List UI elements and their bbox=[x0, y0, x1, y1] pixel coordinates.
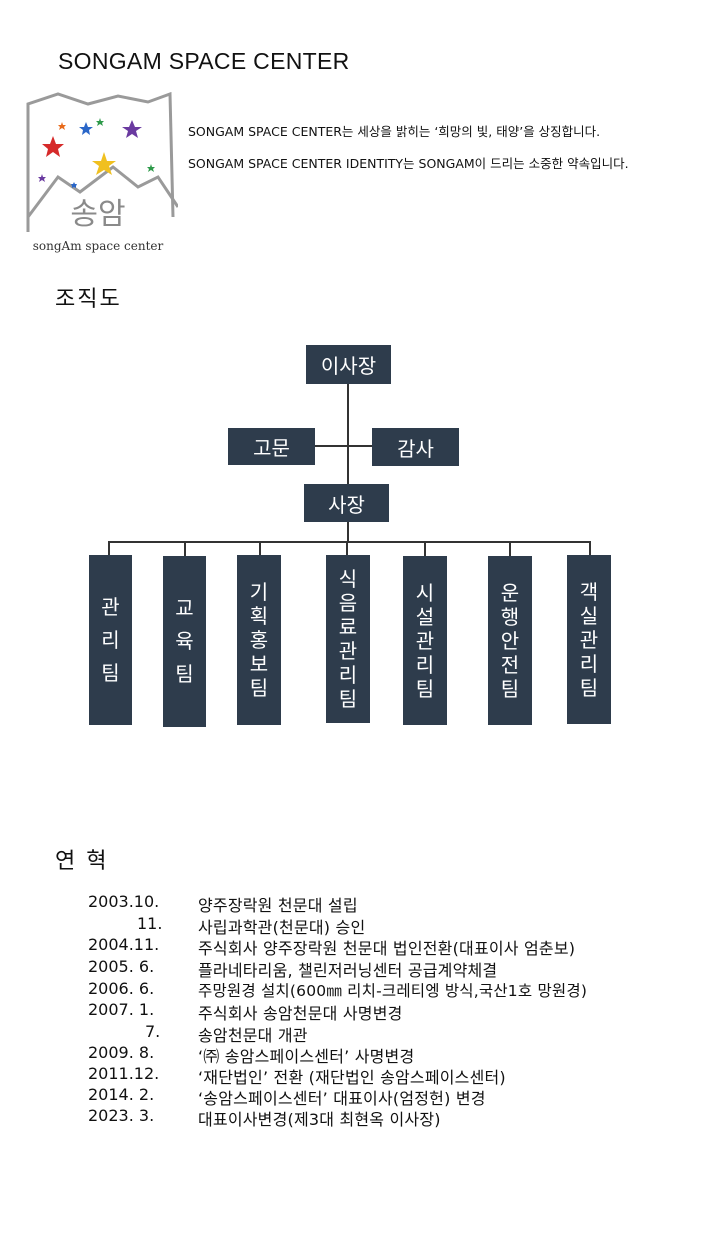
history-date: 2003.10. bbox=[88, 892, 160, 911]
team-name-char: 팀 bbox=[579, 675, 599, 700]
history-heading: 연 혁 bbox=[55, 849, 109, 874]
team-name-char: 관 bbox=[415, 628, 435, 653]
connector-team-drop bbox=[589, 541, 591, 555]
team-name-char: 팀 bbox=[175, 662, 194, 686]
intro-line-1: SONGAM SPACE CENTER는 세상을 밝히는 ‘희망의 빛, 태양’… bbox=[188, 124, 601, 139]
history-date: 7. bbox=[145, 1022, 161, 1041]
team-name-char: 식 bbox=[338, 567, 358, 591]
history-date: 2006. 6. bbox=[88, 979, 155, 998]
history-date: 2014. 2. bbox=[88, 1085, 155, 1104]
connector-team-bus bbox=[108, 541, 591, 543]
org-box-auditor: 감사 bbox=[372, 428, 459, 466]
team-name-char: 관 bbox=[338, 639, 358, 663]
connector-team-drop bbox=[509, 541, 511, 556]
org-box-advisor: 고문 bbox=[228, 428, 315, 465]
intro-line-2: SONGAM SPACE CENTER IDENTITY는 SONGAM이 드리… bbox=[188, 156, 629, 171]
brand-title: SONGAM SPACE CENTER bbox=[58, 48, 350, 74]
team-name-char: 시 bbox=[415, 580, 435, 605]
logo-mark: 송암 bbox=[26, 91, 180, 232]
history-event: 송암천문대 개관 bbox=[198, 1026, 308, 1045]
team-name-char: 운 bbox=[500, 580, 520, 605]
team-name-char: 관 bbox=[579, 627, 599, 652]
connector-team-drop bbox=[259, 541, 261, 555]
history-event: 주망원경 설치(600㎜ 리치-크레티엥 방식,국산1호 망원경) bbox=[198, 982, 588, 1000]
connector-team-drop bbox=[346, 541, 348, 555]
songam-logo: 송암 songAm space center bbox=[18, 91, 180, 262]
team-name-char: 홍 bbox=[249, 628, 269, 652]
connector-president-teams bbox=[347, 522, 349, 542]
history-event: 플라네타리움, 챌린저러닝센터 공급계약체결 bbox=[198, 961, 498, 980]
history-event: ‘송암스페이스센터’ 대표이사(엄정헌) 변경 bbox=[198, 1089, 486, 1108]
history-event: ‘재단법인’ 전환 (재단법인 송암스페이스센터) bbox=[198, 1068, 506, 1087]
team-name-char: 객 bbox=[579, 579, 599, 604]
team-name-char: 전 bbox=[500, 652, 520, 677]
history-date: 2023. 3. bbox=[88, 1106, 155, 1125]
history-date: 2005. 6. bbox=[88, 957, 155, 976]
history-event: ‘㈜ 송암스페이스센터’ 사명변경 bbox=[198, 1047, 415, 1066]
team-name-char: 리 bbox=[415, 652, 435, 677]
team-name-char: 교 bbox=[175, 596, 194, 620]
team-name-char: 육 bbox=[175, 629, 194, 653]
logo-hangul: 송암 bbox=[70, 197, 125, 232]
history-event: 주식회사 양주장락원 천문대 법인전환(대표이사 엄춘보) bbox=[198, 939, 576, 958]
connector-team-drop bbox=[184, 541, 186, 556]
logo-caption: songAm space center bbox=[32, 239, 164, 253]
connector-chairman-president bbox=[347, 384, 349, 485]
org-box-president: 사장 bbox=[304, 484, 389, 522]
org-box-chairman: 이사장 bbox=[306, 345, 391, 384]
team-name-char: 관 bbox=[101, 594, 120, 619]
connector-advisor-auditor bbox=[315, 445, 372, 447]
team-name-char: 팀 bbox=[415, 676, 435, 701]
history-date: 11. bbox=[137, 914, 163, 933]
history-date: 2004.11. bbox=[88, 935, 160, 954]
team-name-char: 보 bbox=[249, 652, 269, 676]
team-name-char: 행 bbox=[500, 604, 520, 629]
team-name-char: 팀 bbox=[338, 687, 358, 711]
history-date: 2011.12. bbox=[88, 1064, 160, 1083]
team-name-char: 음 bbox=[338, 591, 358, 615]
history-event: 사립과학관(천문대) 승인 bbox=[198, 918, 366, 937]
team-name-char: 획 bbox=[249, 604, 269, 628]
history-event: 대표이사변경(제3대 최현옥 이사장) bbox=[198, 1110, 441, 1129]
team-name-char: 팀 bbox=[101, 660, 120, 685]
history-event: 주식회사 송암천문대 사명변경 bbox=[198, 1004, 403, 1023]
history-event: 양주장락원 천문대 설립 bbox=[198, 896, 358, 915]
team-name-char: 리 bbox=[579, 651, 599, 676]
team-name-char: 기 bbox=[249, 580, 269, 604]
connector-team-drop bbox=[424, 541, 426, 556]
team-name-char: 리 bbox=[338, 663, 358, 687]
team-name-char: 안 bbox=[500, 628, 520, 653]
team-name-char: 팀 bbox=[500, 676, 520, 701]
history-date: 2007. 1. bbox=[88, 1000, 155, 1019]
team-name-char: 리 bbox=[101, 627, 120, 652]
team-name-char: 설 bbox=[415, 604, 435, 629]
connector-team-drop bbox=[108, 541, 110, 555]
team-name-char: 료 bbox=[338, 615, 358, 639]
history-date: 2009. 8. bbox=[88, 1043, 155, 1062]
org-chart-heading: 조직도 bbox=[55, 287, 122, 312]
team-name-char: 팀 bbox=[249, 676, 269, 700]
team-name-char: 실 bbox=[579, 603, 599, 628]
